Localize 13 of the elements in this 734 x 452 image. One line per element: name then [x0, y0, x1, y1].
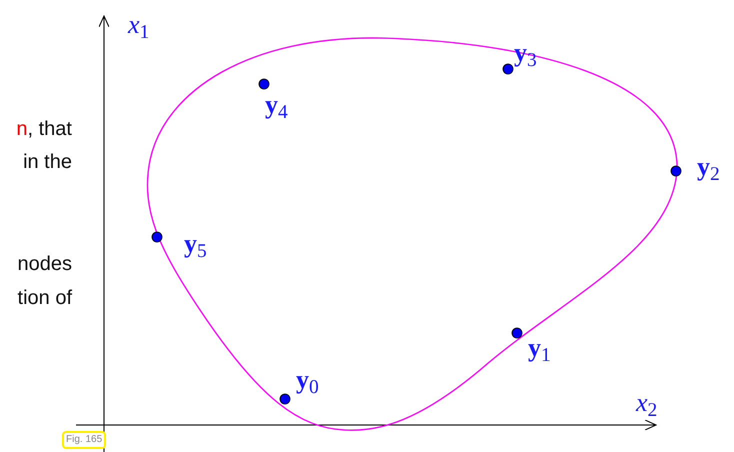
axis-label: x$_{2}$ [636, 390, 658, 416]
point-label: y$_{4}$ [265, 92, 288, 118]
highlighted-text: n [16, 119, 28, 139]
point-label: y$_{2}$ [697, 154, 720, 180]
figure-number-badge: Fig. 165 [62, 431, 106, 449]
axis-label: x$_{1}$ [128, 12, 150, 38]
body-text: tion of [18, 288, 72, 308]
point-label: y$_{0}$ [296, 367, 319, 393]
body-text: , that [28, 119, 72, 139]
point-label: y$_{5}$ [184, 231, 207, 257]
point-label: y$_{1}$ [528, 335, 551, 361]
body-text: nodes [18, 254, 72, 274]
body-text: in the [23, 152, 72, 172]
